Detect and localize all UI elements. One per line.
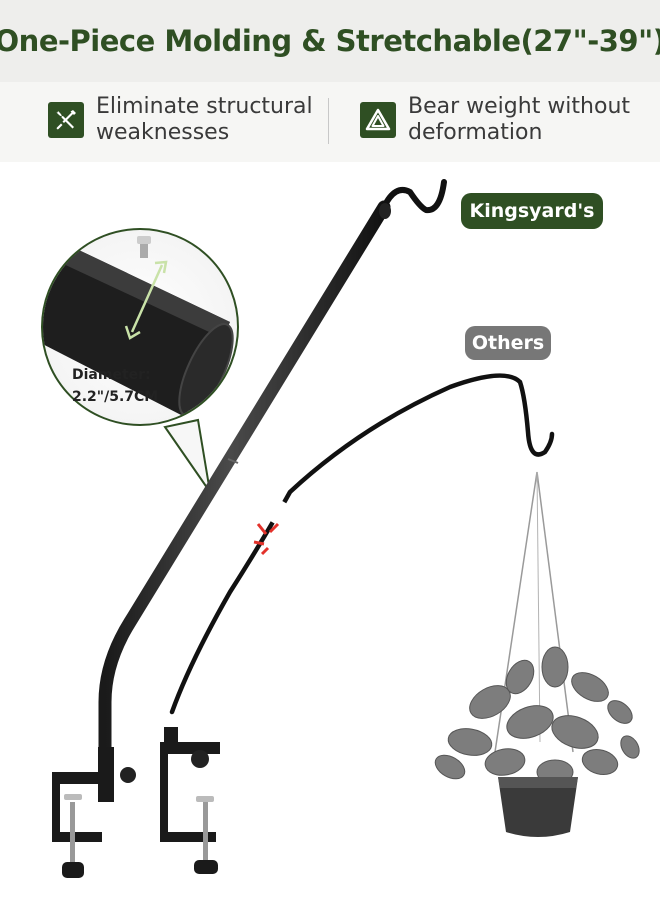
feature-divider [328, 98, 329, 144]
diameter-title: Diameter: [72, 367, 151, 383]
diameter-label: Diameter: 2.2"/5.7CM [72, 364, 158, 408]
feature-weight: Bear weight without deformation [360, 94, 630, 146]
hanging-planter [434, 471, 640, 837]
feature-structural-text: Eliminate structural weaknesses [96, 94, 313, 146]
feature-weight-line2: deformation [408, 120, 543, 145]
break-mark-icon [253, 522, 280, 556]
others-hook [160, 373, 555, 874]
competitor-label: Others [465, 326, 551, 360]
plant-leaves [434, 646, 640, 785]
features-row: Eliminate structural weaknesses Bear wei… [0, 82, 660, 162]
tools-icon [48, 102, 84, 138]
kingsyards-hook [52, 179, 447, 878]
diameter-value: 2.2"/5.7CM [72, 389, 159, 405]
zoom-bubble [41, 228, 239, 493]
feature-weight-line1: Bear weight without [408, 94, 631, 119]
weight-triangle-icon [360, 102, 396, 138]
product-comparison-scene: Kingsyard's Others Diameter: 2.2"/5.7CM [0, 162, 660, 900]
feature-weight-text: Bear weight without deformation [408, 94, 630, 146]
title-band: One-Piece Molding & Stretchable(27"-39") [0, 0, 660, 82]
comparison-illustration [41, 179, 640, 878]
feature-structural-line2: weaknesses [96, 120, 230, 145]
feature-structural: Eliminate structural weaknesses [48, 94, 313, 146]
page-title: One-Piece Molding & Stretchable(27"-39") [0, 24, 660, 58]
brand-label: Kingsyard's [461, 193, 603, 229]
feature-structural-line1: Eliminate structural [96, 94, 313, 119]
